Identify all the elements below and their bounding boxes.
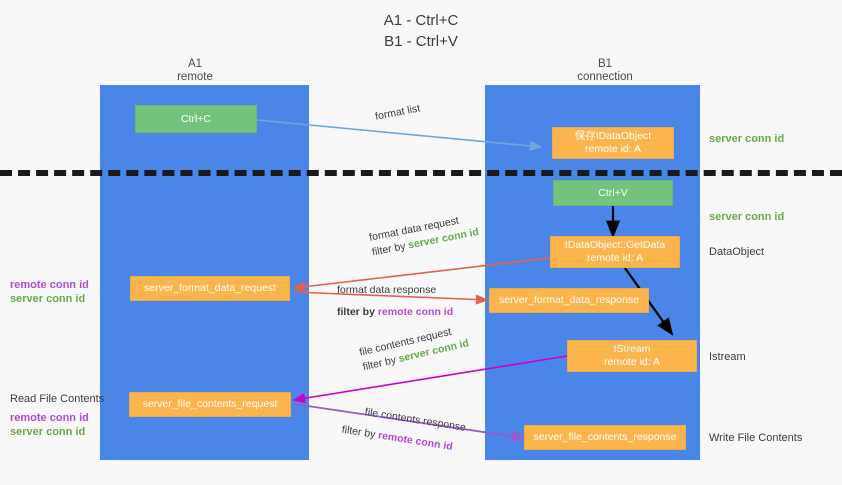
annotation-conn-pair-1: remote conn id server conn id <box>10 278 89 306</box>
edge-format-list-text: format list <box>374 102 422 123</box>
lane-a1-name: A1 <box>187 58 203 70</box>
lane-header-b1: B1 connection <box>530 58 680 84</box>
node-server-file-contents-response[interactable]: server_file_contents_response <box>524 425 686 450</box>
edge-label-format-list: format list <box>374 101 422 124</box>
node-getdata-line1: IDataObject::GetData <box>564 239 666 251</box>
node-save-idataobject-line1: 保存IDataObject <box>574 130 652 142</box>
annotation-read-file-contents: Read File Contents <box>10 393 105 405</box>
lane-a1-sub: remote <box>177 71 213 83</box>
title-line-2: B1 - Ctrl+V <box>384 33 458 50</box>
diagram-title: A1 - Ctrl+C B1 - Ctrl+V <box>0 10 842 52</box>
node-istream[interactable]: IStream remote id: A <box>567 340 697 372</box>
annotation-server-conn-id-4: server conn id <box>10 426 86 438</box>
phase-divider <box>0 170 842 176</box>
node-ctrl-v-label: Ctrl+V <box>598 186 628 199</box>
node-fmt-req-label: server_format_data_request <box>144 282 276 294</box>
annotation-dataobject: DataObject <box>709 246 765 258</box>
node-server-format-data-request[interactable]: server_format_data_request <box>130 276 290 301</box>
annotation-istream: Istream <box>709 351 746 363</box>
lane-header-a1: A1 remote <box>120 58 270 84</box>
node-ctrl-c[interactable]: Ctrl+C <box>135 105 257 133</box>
node-istream-line1: IStream <box>613 343 651 355</box>
node-getdata-line2: remote id: A <box>586 252 644 264</box>
node-istream-line2: remote id: A <box>603 356 661 368</box>
node-file-resp-label: server_file_contents_response <box>533 431 677 443</box>
annotation-server-conn-id-3: server conn id <box>10 293 86 305</box>
annotation-write-file-contents: Write File Contents <box>709 432 803 444</box>
edge-label-format-data-request: format data request filter by server con… <box>368 210 480 260</box>
node-server-format-data-response[interactable]: server_format_data_response <box>489 288 649 313</box>
node-save-idataobject[interactable]: 保存IDataObject remote id: A <box>552 127 674 159</box>
edge-label-format-data-response: format data response filter by remote co… <box>337 283 453 320</box>
node-fmt-resp-label: server_format_data_response <box>498 294 640 306</box>
edge-file-resp-filter-prefix: filter by <box>340 423 380 442</box>
node-idataobject-getdata[interactable]: IDataObject::GetData remote id: A <box>550 236 680 268</box>
title-line-1: A1 - Ctrl+C <box>383 12 459 29</box>
lane-b1-sub: connection <box>577 71 633 83</box>
edge-fmt-resp-line2: filter by remote conn id <box>337 305 453 320</box>
edge-label-file-contents-request: file contents request filter by server c… <box>358 322 471 376</box>
annotation-server-conn-id-2: server conn id <box>709 211 785 223</box>
node-ctrl-v[interactable]: Ctrl+V <box>553 180 673 206</box>
annotation-remote-conn-id-2: remote conn id <box>10 412 89 424</box>
annotation-remote-conn-id-1: remote conn id <box>10 279 89 291</box>
node-server-file-contents-request[interactable]: server_file_contents_request <box>129 392 291 417</box>
node-file-req-label: server_file_contents_request <box>142 398 278 410</box>
edge-file-resp-filter-id: remote conn id <box>377 429 454 453</box>
annotation-server-conn-id-1: server conn id <box>709 133 785 145</box>
edge-fmt-resp-filter-id: remote conn id <box>377 306 454 318</box>
edge-label-file-contents-response: file contents response filter by remote … <box>341 405 467 457</box>
edge-fmt-resp-filter-prefix: filter by <box>337 306 378 318</box>
node-save-idataobject-line2: remote id: A <box>584 143 642 155</box>
edge-fmt-resp-line1: format data response <box>337 284 437 296</box>
node-ctrl-c-label: Ctrl+C <box>180 112 212 125</box>
lane-b1-name: B1 <box>597 58 613 70</box>
annotation-conn-pair-2: remote conn id server conn id <box>10 411 89 439</box>
